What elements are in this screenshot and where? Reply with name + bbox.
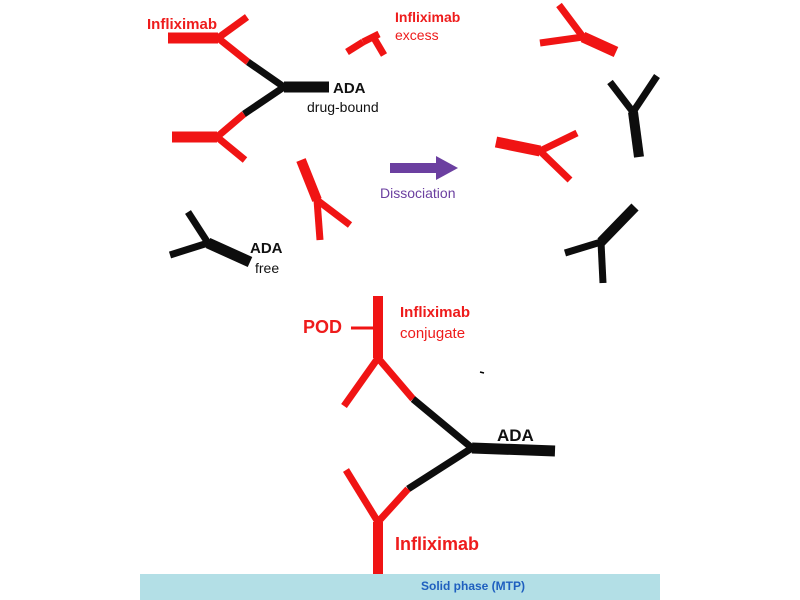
label-drug-bound: drug-bound [307, 99, 379, 115]
solid-phase-plate [140, 574, 660, 600]
infliximab-free-antibody [296, 158, 353, 241]
infliximab-conjugate-antibody [341, 296, 416, 409]
label-ada-bound: ADA [333, 80, 366, 97]
dissociation-arrow [390, 156, 458, 180]
infliximab-upper [168, 14, 251, 65]
label-infliximab-capture: Infliximab [395, 534, 480, 554]
label-infliximab-excess: Infliximab [395, 9, 461, 25]
label-ada-free: ADA [250, 240, 283, 257]
ada-free-antibody [168, 210, 253, 268]
label-infliximab-top: Infliximab [147, 16, 218, 33]
label-conjugate: conjugate [400, 325, 466, 342]
label-dissociation: Dissociation [380, 185, 456, 201]
infliximab-lower [172, 111, 248, 163]
infliximab-dissociated-top [539, 2, 619, 58]
label-pod: POD [303, 317, 343, 337]
label-conjugate-infliximab: Infliximab [400, 304, 471, 321]
infliximab-excess-antibody [345, 30, 388, 57]
ada-dissociated-upper [607, 74, 660, 158]
drug-bound-complex [168, 14, 329, 163]
ada-assay-antibody [406, 396, 556, 492]
label-free: free [255, 260, 280, 276]
label-solid-phase: Solid phase (MTP) [421, 579, 526, 593]
ada-dissociated-lower [563, 203, 639, 284]
stray-mark [479, 371, 485, 374]
infliximab-capture-antibody [343, 468, 411, 574]
infliximab-dissociated-middle [494, 129, 579, 183]
ada-bound-antibody [242, 59, 329, 117]
label-excess: excess [395, 27, 439, 43]
label-ada-assay: ADA [497, 426, 534, 445]
